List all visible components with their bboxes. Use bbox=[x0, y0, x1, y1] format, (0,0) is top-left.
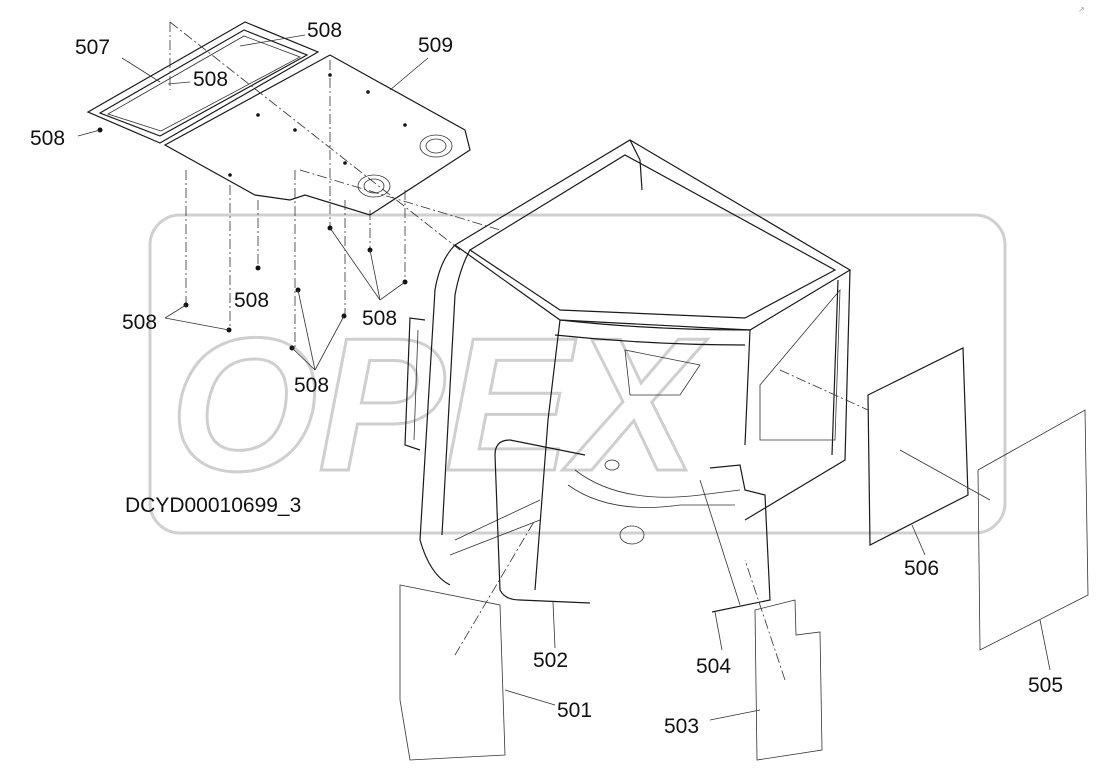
bolt-lines bbox=[169, 21, 501, 348]
watermark-logo: OPEX bbox=[148, 213, 1007, 535]
drawing-code: DCYD00010699_3 bbox=[125, 494, 301, 517]
callout-508-left: 508 bbox=[122, 311, 157, 334]
callout-505: 505 bbox=[1028, 674, 1063, 697]
roof-glass-507 bbox=[86, 21, 320, 144]
callout-501: 501 bbox=[557, 699, 592, 722]
glass-501 bbox=[399, 519, 536, 761]
callout-508-bottom: 508 bbox=[294, 374, 329, 397]
corner-mark: ↗ bbox=[1078, 5, 1085, 14]
callout-503: 503 bbox=[664, 715, 699, 738]
glass-503 bbox=[744, 559, 823, 761]
callout-509: 509 bbox=[418, 34, 453, 57]
callout-506: 506 bbox=[904, 557, 939, 580]
callout-508-roof-top: 508 bbox=[307, 19, 342, 42]
callout-508-mid: 508 bbox=[234, 289, 269, 312]
watermark-text: OPEX bbox=[170, 299, 708, 511]
callout-508-roof-inner: 508 bbox=[193, 68, 228, 91]
callout-508-roof-left: 508 bbox=[30, 127, 65, 150]
leader-lines bbox=[77, 34, 1051, 721]
glass-505 bbox=[977, 409, 1089, 651]
callout-502: 502 bbox=[533, 649, 568, 672]
door-seal-504 bbox=[699, 464, 771, 613]
callout-504: 504 bbox=[696, 655, 731, 678]
door-seal-502 bbox=[494, 439, 591, 604]
cab-frame bbox=[404, 139, 869, 591]
seal-506 bbox=[867, 347, 991, 546]
callout-508-right: 508 bbox=[362, 307, 397, 330]
callout-507: 507 bbox=[75, 36, 110, 59]
